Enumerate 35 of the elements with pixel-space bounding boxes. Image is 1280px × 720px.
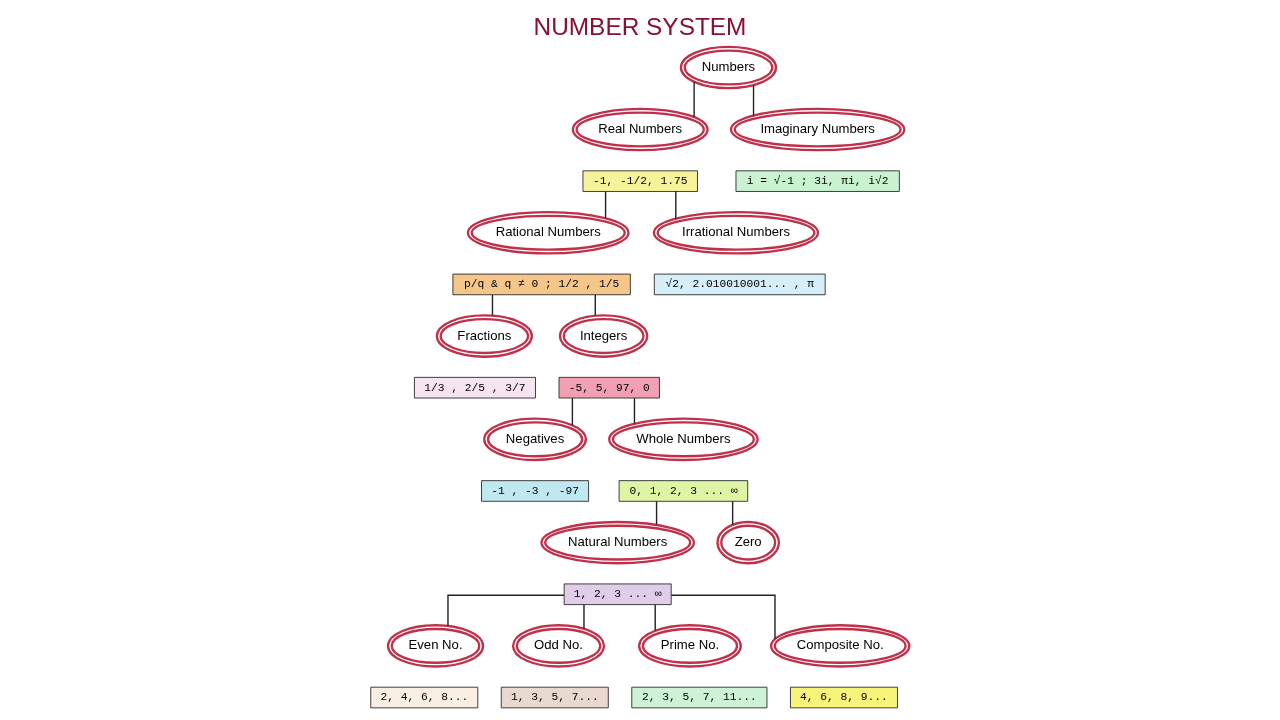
node-box: √2, 2.010010001... , π — [653, 273, 826, 296]
node-box: -5, 5, 97, 0 — [558, 376, 660, 399]
node-box: i = √-1 ; 3i, πi, i√2 — [735, 170, 900, 192]
node-box: -1 , -3 , -97 — [481, 480, 590, 502]
node-box: -1, -1/2, 1.75 — [582, 170, 698, 192]
connector — [654, 604, 656, 632]
node-ellipse: Imaginary Numbers — [729, 107, 906, 152]
node-box: 2, 4, 6, 8... — [370, 686, 479, 709]
connector — [491, 294, 494, 317]
connector — [670, 594, 776, 640]
connector — [752, 84, 755, 117]
node-ellipse: Numbers — [679, 45, 778, 90]
connector — [594, 294, 596, 317]
connector — [571, 397, 574, 426]
connector — [731, 500, 734, 526]
node-box: 0, 1, 2, 3 ... ∞ — [618, 480, 749, 502]
node-box: 2, 3, 5, 7, 11... — [631, 686, 768, 709]
node-ellipse: Natural Numbers — [540, 520, 696, 565]
node-box: 1/3 , 2/5 , 3/7 — [413, 376, 536, 399]
connector — [583, 604, 585, 630]
connector — [604, 190, 607, 219]
diagram-title: NUMBER SYSTEM — [533, 13, 747, 41]
node-box: 4, 6, 8, 9... — [789, 686, 898, 709]
connector — [633, 397, 636, 425]
connector — [655, 500, 658, 526]
connector — [447, 594, 565, 627]
node-ellipse: Rational Numbers — [466, 210, 630, 255]
node-ellipse: Real Numbers — [571, 107, 709, 152]
node-ellipse: Irrational Numbers — [652, 210, 820, 255]
connector — [693, 81, 695, 118]
node-box: p/q & q ≠ 0 ; 1/2 , 1/5 — [452, 273, 631, 296]
node-ellipse: Zero — [716, 520, 781, 565]
node-box: 1, 2, 3 ... ∞ — [563, 583, 672, 606]
node-box: 1, 3, 5, 7... — [500, 686, 609, 709]
connector — [675, 190, 677, 220]
